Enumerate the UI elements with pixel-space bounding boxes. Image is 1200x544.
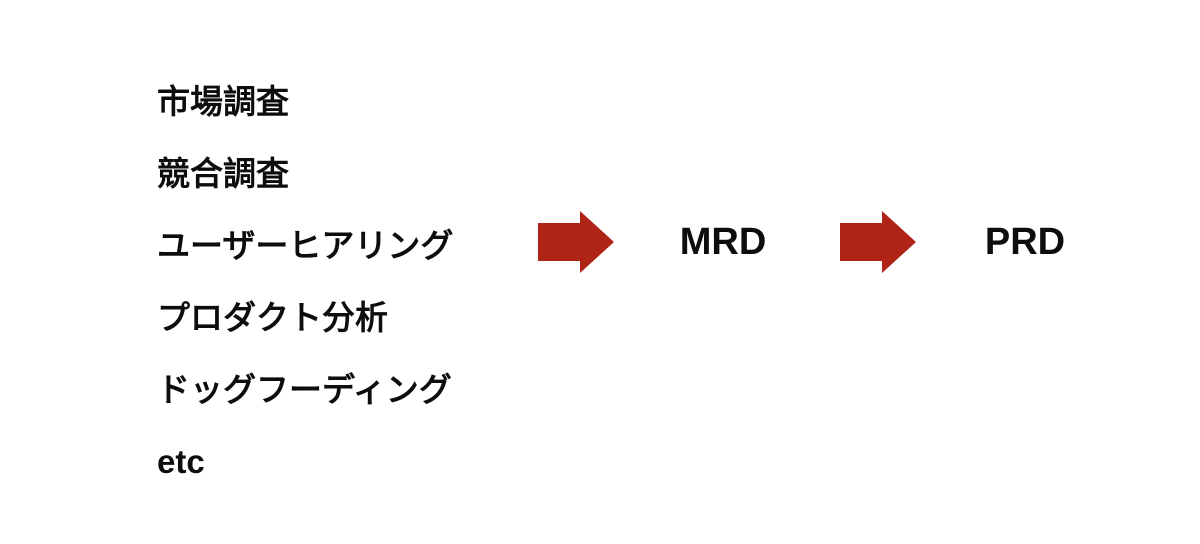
list-item: ドッグフーディング xyxy=(157,371,452,408)
list-item: etc xyxy=(157,443,205,480)
list-item: 競合調査 xyxy=(157,155,289,192)
list-item: 市場調査 xyxy=(157,83,289,120)
list-item: ユーザーヒアリング xyxy=(157,227,454,264)
arrow-right-icon xyxy=(840,211,916,273)
list-item: プロダクト分析 xyxy=(157,299,388,336)
research-inputs-list: 市場調査 競合調査 ユーザーヒアリング プロダクト分析 ドッグフーディング et… xyxy=(157,66,527,498)
arrow-right-icon xyxy=(538,211,614,273)
stage-label-mrd: MRD xyxy=(679,221,767,263)
stage-label-prd: PRD xyxy=(984,221,1066,263)
